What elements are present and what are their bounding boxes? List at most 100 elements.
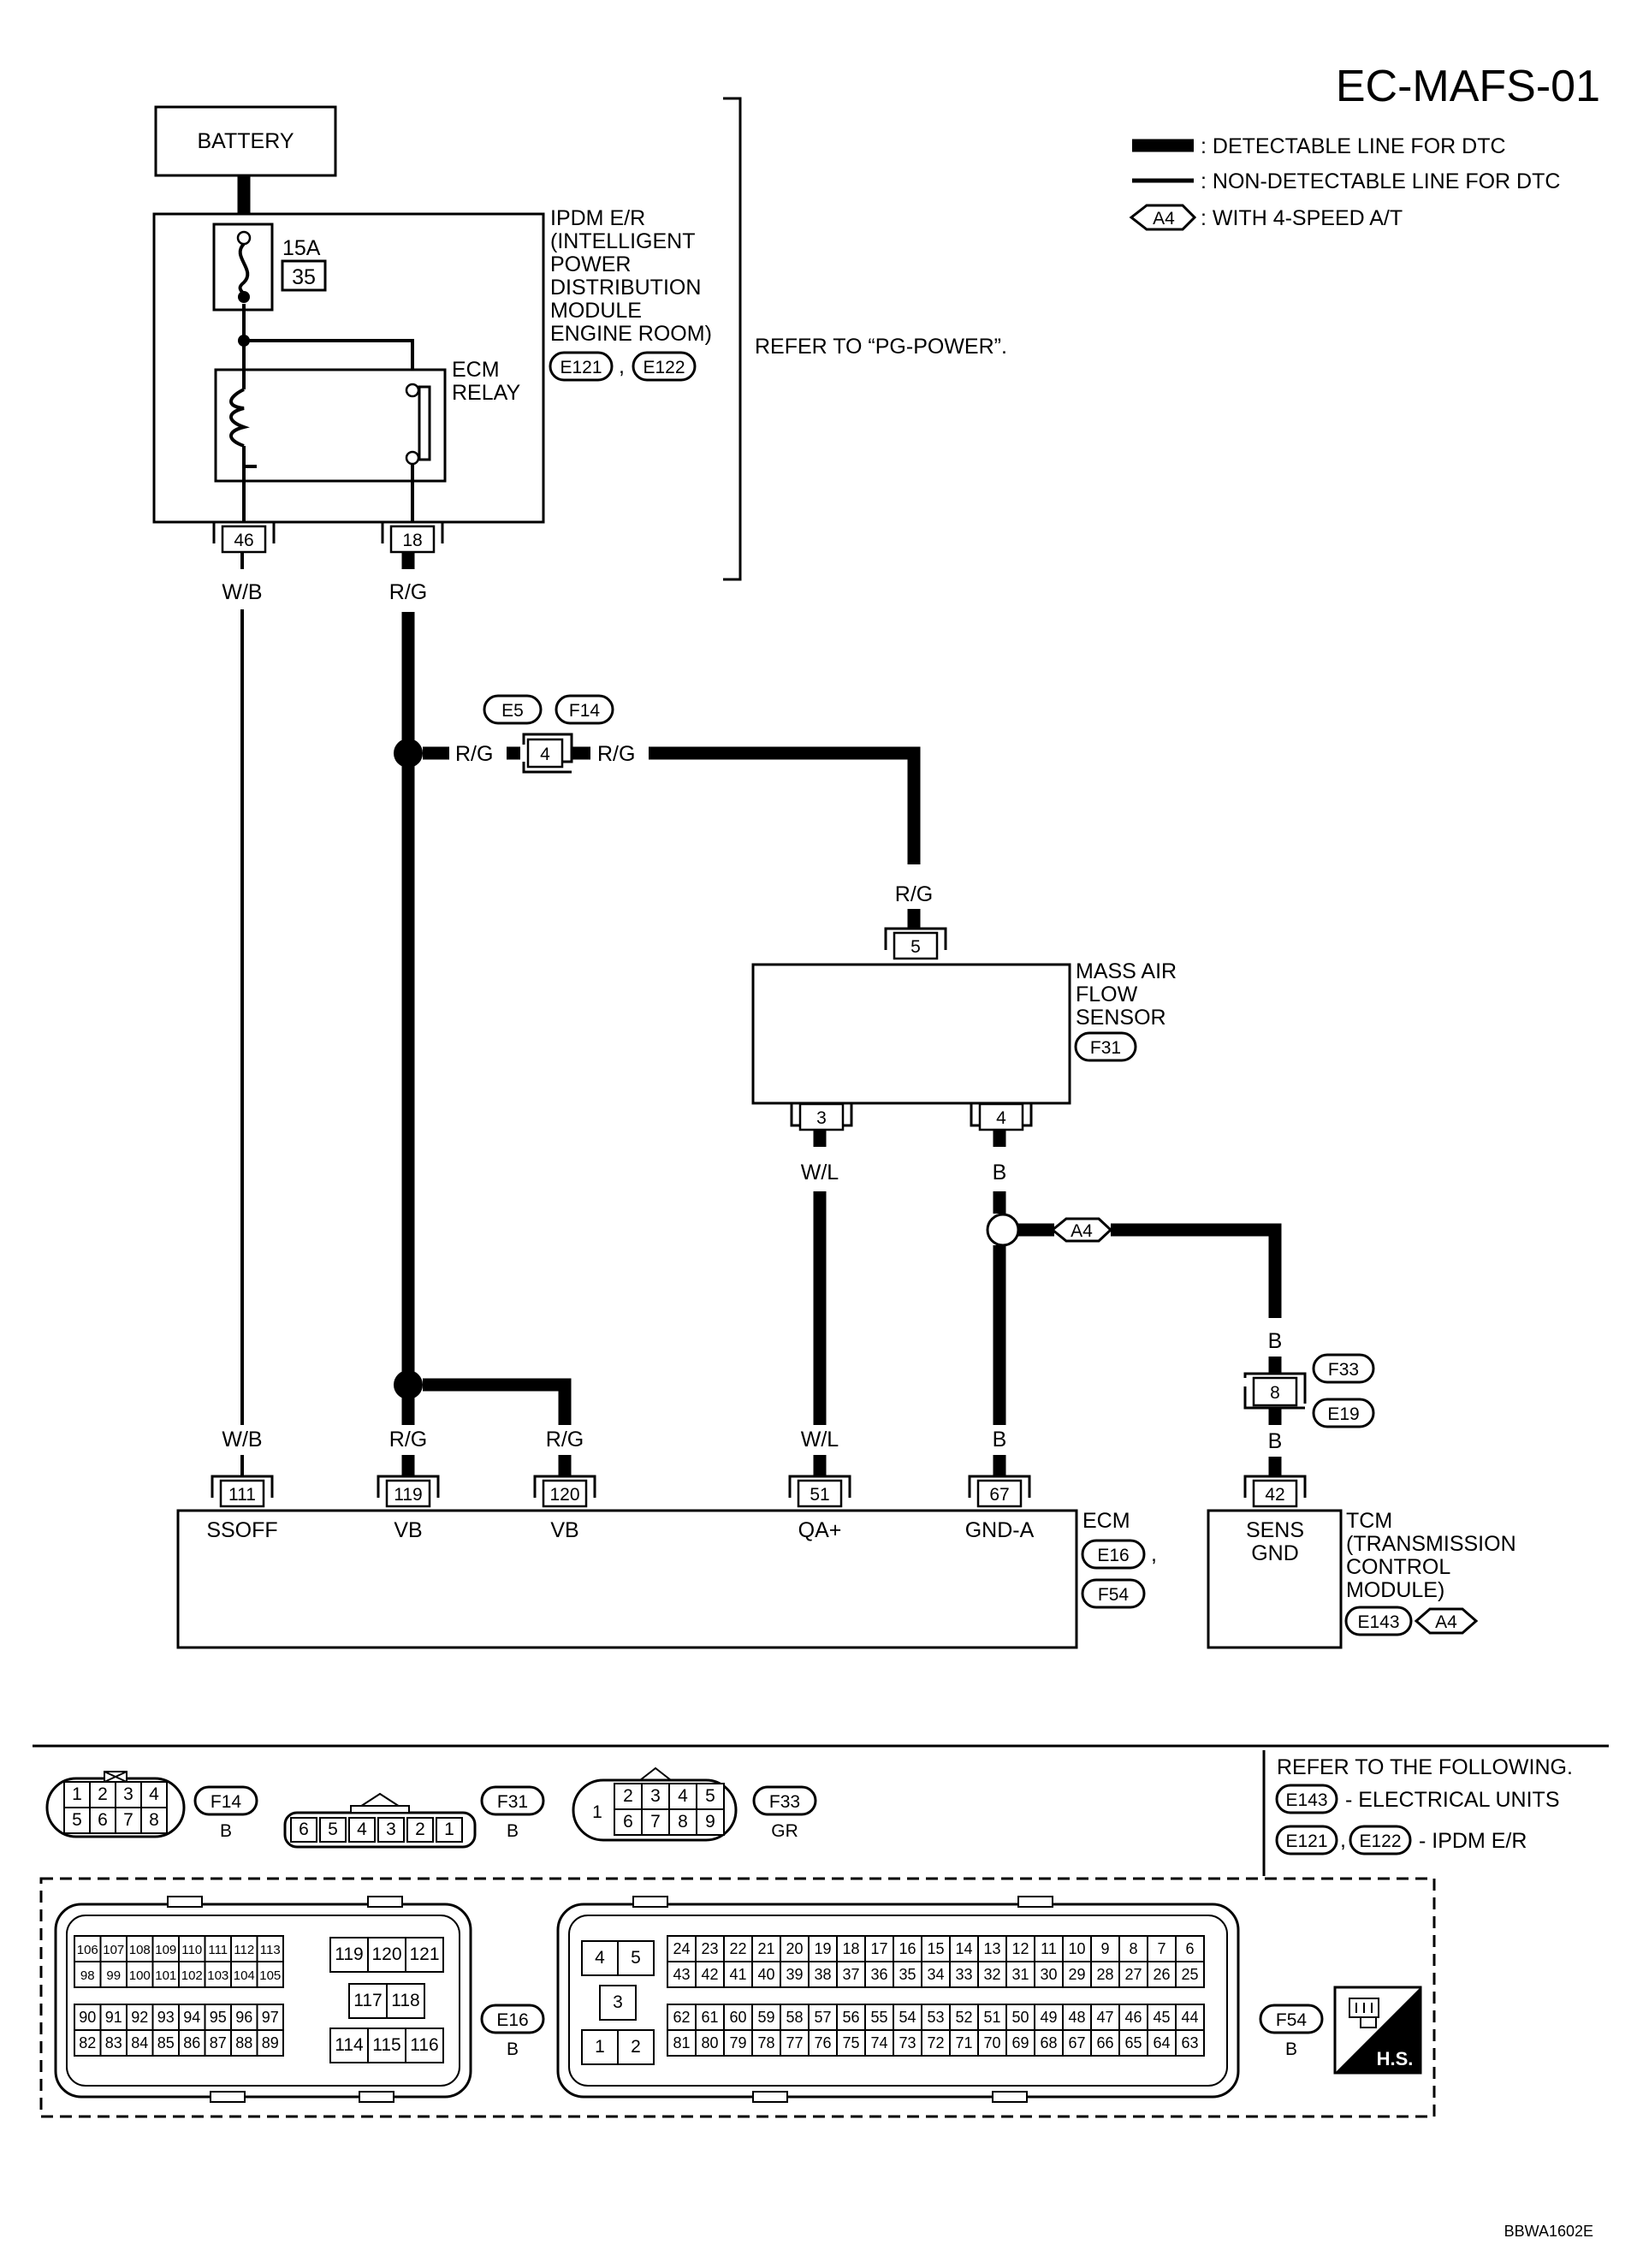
- ipdm-label: IPDM E/R (INTELLIGENT POWER DISTRIBUTION…: [549, 206, 712, 382]
- ecm-conn-sep: ,: [1151, 1542, 1157, 1566]
- svg-text:74: 74: [870, 2034, 887, 2051]
- svg-text:71: 71: [955, 2034, 972, 2051]
- e16-pin-90: 90: [74, 2004, 102, 2031]
- svg-text:5: 5: [72, 1810, 82, 1830]
- tcm-label-2: CONTROL: [1346, 1555, 1450, 1579]
- tcm-pin-42: 42: [1243, 1475, 1307, 1508]
- connector-f14-tag: [193, 1785, 258, 1816]
- svg-text:3: 3: [816, 1108, 827, 1128]
- f54-pin-61: 61: [695, 2004, 725, 2031]
- svg-text:93: 93: [157, 2009, 175, 2026]
- f54-pin-46: 46: [1118, 2004, 1148, 2031]
- f54-pin-65: 65: [1118, 2029, 1148, 2057]
- f54-pin-36: 36: [864, 1961, 894, 1988]
- refer-conn-e121-text: E121: [1285, 1832, 1327, 1851]
- maf-sensor-box: [751, 963, 1071, 1105]
- svg-text:99: 99: [106, 1968, 121, 1983]
- svg-text:109: 109: [155, 1943, 176, 1957]
- e16-pin-115: 115: [367, 2028, 406, 2063]
- f33-inline-connector: 8: [1243, 1372, 1307, 1410]
- f54-pin-71: 71: [949, 2029, 979, 2057]
- svg-text:31: 31: [1011, 1966, 1029, 1983]
- e16-pin-101: 101: [151, 1961, 180, 1988]
- ecm-relay-label-1: RELAY: [452, 381, 520, 405]
- svg-text:4: 4: [996, 1108, 1006, 1128]
- e16-pin-97: 97: [256, 2004, 284, 2031]
- svg-text:59: 59: [757, 2009, 774, 2026]
- f33-pin-2: 2: [614, 1783, 643, 1810]
- svg-text:17: 17: [870, 1940, 887, 1957]
- maf-pin-5: 5: [884, 927, 947, 960]
- f54-pin-11: 11: [1034, 1935, 1064, 1962]
- ecm-pin-51: 51: [788, 1475, 851, 1508]
- svg-text:20: 20: [786, 1940, 803, 1957]
- svg-text:69: 69: [1011, 2034, 1029, 2051]
- b-label-maf: B: [993, 1161, 1007, 1184]
- legend: : DETECTABLE LINE FOR DTC : NON-DETECTAB…: [1129, 134, 1560, 231]
- svg-text:67: 67: [989, 1485, 1009, 1505]
- svg-text:26: 26: [1153, 1966, 1170, 1983]
- fuse-terminal-bottom: [238, 291, 250, 303]
- svg-text:2: 2: [623, 1786, 633, 1806]
- svg-text:113: 113: [260, 1943, 281, 1957]
- e16-pin-109: 109: [151, 1935, 180, 1962]
- refer-conn-e121: [1275, 1825, 1338, 1855]
- svg-text:10: 10: [1068, 1940, 1085, 1957]
- f54-pin-54: 54: [893, 2004, 922, 2031]
- e16-pin-113: 113: [256, 1935, 284, 1962]
- svg-text:3: 3: [650, 1786, 661, 1806]
- svg-text:33: 33: [955, 1966, 972, 1983]
- svg-text:45: 45: [1153, 2009, 1170, 2026]
- svg-text:83: 83: [105, 2034, 122, 2051]
- rg-label-junction-right: R/G: [597, 742, 635, 766]
- f54-pin-26: 26: [1147, 1961, 1177, 1988]
- svg-text:66: 66: [1096, 2034, 1113, 2051]
- rg-label-120: R/G: [546, 1428, 584, 1452]
- e16-pin-103: 103: [204, 1961, 232, 1988]
- relay-contact-top: [405, 383, 420, 398]
- svg-text:52: 52: [955, 2009, 972, 2026]
- f54-pin-17: 17: [864, 1935, 894, 1962]
- svg-text:120: 120: [371, 1944, 401, 1964]
- f14-pin-6: 6: [89, 1807, 116, 1834]
- f54-pin-70: 70: [977, 2029, 1007, 2057]
- f54-pin-30: 30: [1034, 1961, 1064, 1988]
- svg-text:4: 4: [540, 745, 550, 764]
- connector-f31-tag-text: F31: [497, 1792, 528, 1812]
- e16-pin-110: 110: [178, 1935, 206, 1962]
- connector-f54-color: B: [1285, 2039, 1297, 2059]
- svg-text:5: 5: [328, 1820, 338, 1839]
- refer-heading: REFER TO THE FOLLOWING.: [1277, 1755, 1573, 1779]
- svg-text:49: 49: [1040, 2009, 1057, 2026]
- svg-text:121: 121: [409, 1944, 439, 1964]
- svg-text:42: 42: [1265, 1485, 1284, 1505]
- connector-e16-tag: [480, 2004, 545, 2034]
- svg-text:57: 57: [814, 2009, 831, 2026]
- svg-text:5: 5: [631, 1948, 641, 1968]
- e16-pin-84: 84: [126, 2029, 154, 2057]
- tcm-inner-0: SENS: [1246, 1518, 1304, 1542]
- svg-text:40: 40: [757, 1966, 774, 1983]
- e16-pin-117: 117: [348, 1983, 388, 2019]
- f31-pin-4: 4: [348, 1817, 376, 1843]
- junction-conn-e5: [483, 694, 543, 725]
- maf-label-2: SENSOR: [1076, 1006, 1166, 1030]
- relay-contact-bottom: [405, 450, 420, 466]
- svg-text:108: 108: [129, 1943, 151, 1957]
- hs-text: H.S.: [1377, 2048, 1414, 2069]
- svg-text:110: 110: [181, 1943, 202, 1957]
- svg-text:7: 7: [650, 1812, 661, 1832]
- e16-pin-105: 105: [256, 1961, 284, 1988]
- e16-pin-99: 99: [99, 1961, 128, 1988]
- svg-text:16: 16: [899, 1940, 916, 1957]
- svg-text:115: 115: [372, 2035, 400, 2055]
- f54-pin-72: 72: [921, 2029, 951, 2057]
- f54-pin-55: 55: [864, 2004, 894, 2031]
- f33-pin-8: 8: [668, 1808, 697, 1836]
- wl-label-top: W/L: [801, 1161, 839, 1184]
- ipdm-line-4: MODULE: [550, 299, 642, 323]
- ecm-label-ssoff: SSOFF: [206, 1518, 277, 1542]
- svg-text:39: 39: [786, 1966, 803, 1983]
- b-splice-open: [986, 1213, 1020, 1247]
